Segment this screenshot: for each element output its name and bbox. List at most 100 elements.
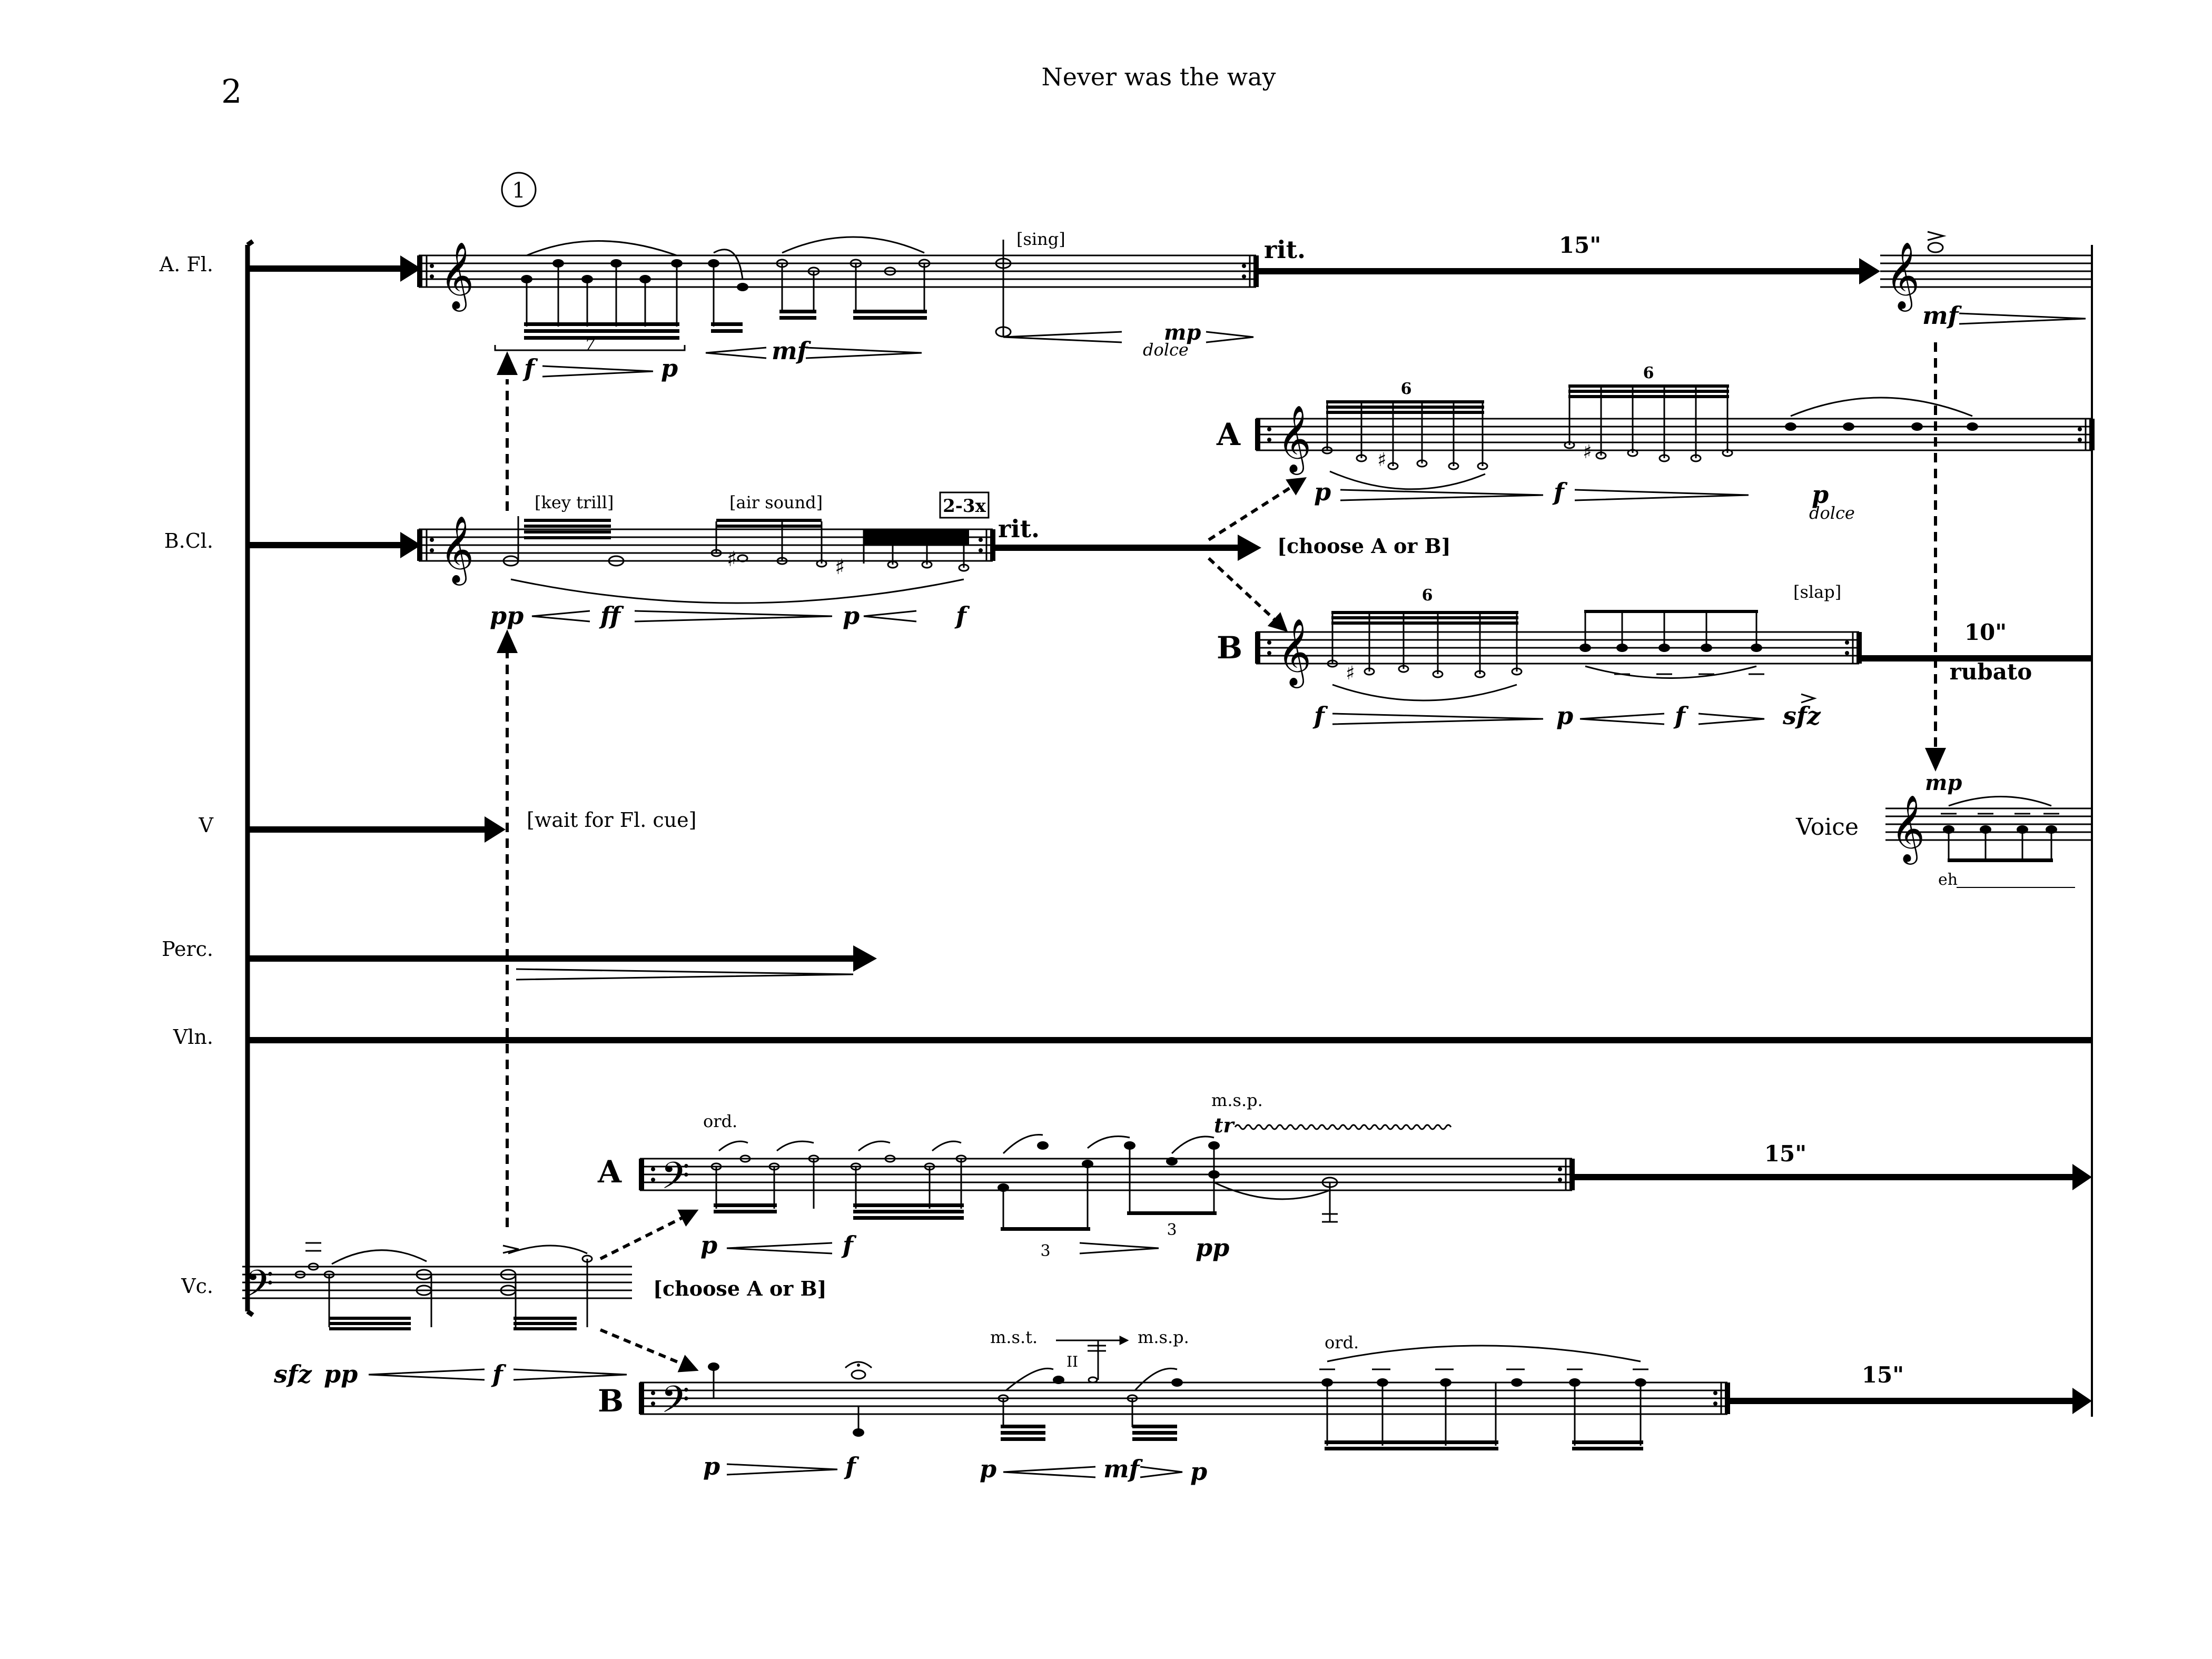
cue-arrow bbox=[599, 1209, 699, 1260]
bcl-b-time: 10" bbox=[1964, 619, 2007, 645]
bcl-b-dyn-f-2: f bbox=[1673, 702, 1689, 730]
bcl-a-dolce: dolce bbox=[1809, 503, 1855, 523]
key-trill-instruction: [key trill] bbox=[535, 492, 614, 512]
cello-b-time: 15" bbox=[1862, 1362, 1904, 1388]
bass-clarinet-part: 𝄞 ♯ ♯ [key bbox=[248, 477, 1451, 632]
cello-b-mst: m.s.t. bbox=[990, 1327, 1038, 1347]
bcl-b-tuplet: 6 bbox=[1422, 586, 1433, 605]
voice-dyn-mp: mp bbox=[1925, 771, 1962, 795]
cello-b-msp: m.s.p. bbox=[1138, 1327, 1189, 1347]
flute-rit: rit. bbox=[1264, 235, 1306, 264]
treble-clef-icon: 𝄞 bbox=[1885, 241, 1920, 312]
bcl-dyn-p: p bbox=[843, 601, 860, 630]
vc-dyn-sfz: sfz bbox=[273, 1360, 312, 1388]
cello-b-dyn-p: p bbox=[703, 1452, 720, 1480]
cello-option-b: B 𝄢 bbox=[598, 1327, 2092, 1486]
cello-a-tuplet-1: 3 bbox=[1040, 1242, 1050, 1260]
wait-instruction: [wait for Fl. cue] bbox=[527, 808, 696, 832]
sharp-icon: ♯ bbox=[1583, 441, 1592, 463]
cello-a-dyn-pp: pp bbox=[1196, 1233, 1229, 1262]
sharp-icon: ♯ bbox=[1377, 449, 1386, 471]
flute-dyn-f: f bbox=[522, 354, 538, 382]
bcl-a-tuplet-2: 6 bbox=[1643, 364, 1654, 382]
bcl-dyn-ff: ff bbox=[599, 601, 624, 630]
sharp-icon: ♯ bbox=[835, 555, 845, 579]
cello-b-dyn-p-3: p bbox=[1190, 1457, 1207, 1486]
sharp-icon: ♯ bbox=[727, 547, 737, 571]
bass-clef-icon: 𝄢 bbox=[661, 1154, 690, 1207]
percussion-part bbox=[248, 945, 877, 981]
cello-a-tuplet-2: 3 bbox=[1167, 1221, 1177, 1239]
cello-b-dyn-mf: mf bbox=[1103, 1455, 1143, 1483]
cello-b-ord: ord. bbox=[1325, 1332, 1359, 1352]
cue-arrow bbox=[599, 1328, 699, 1372]
cello-a-ord: ord. bbox=[703, 1111, 737, 1131]
treble-clef-icon: 𝄞 bbox=[440, 241, 474, 312]
cello-a-dyn-p: p bbox=[700, 1231, 717, 1259]
treble-clef-icon: 𝄞 bbox=[1277, 618, 1311, 688]
voice-syllable: eh bbox=[1938, 871, 1958, 889]
instrument-name-percussion: Perc. bbox=[162, 937, 213, 961]
slap-instruction: [slap] bbox=[1793, 582, 1841, 602]
tuplet-seven-label: 7 bbox=[585, 336, 595, 354]
sharp-icon: ♯ bbox=[1346, 663, 1355, 684]
bcl-dyn-pp: pp bbox=[490, 601, 524, 630]
instrument-name-voice: V bbox=[199, 814, 214, 837]
cello-b-string: II bbox=[1066, 1353, 1078, 1370]
vc-dyn-pp: pp bbox=[324, 1360, 358, 1388]
cello-option-b-label: B bbox=[598, 1383, 624, 1419]
repeat-box bbox=[939, 491, 990, 519]
page-number: 2 bbox=[221, 72, 242, 111]
voice-label: Voice bbox=[1795, 814, 1859, 841]
flute-dyn-mp: mp bbox=[1164, 320, 1201, 345]
instrument-name-alto-flute: A. Fl. bbox=[159, 253, 213, 276]
rehearsal-mark-number: 1 bbox=[512, 179, 525, 203]
bcl-option-b: B 𝄞 6 bbox=[1217, 582, 2092, 730]
bcl-b-dyn-f: f bbox=[1312, 702, 1328, 730]
sing-instruction: [sing] bbox=[1016, 229, 1065, 249]
treble-clef-icon: 𝄞 bbox=[440, 515, 474, 586]
bcl-b-dyn-p: p bbox=[1556, 702, 1573, 730]
cello-b-dyn-f: f bbox=[844, 1452, 860, 1480]
treble-clef-icon: 𝄞 bbox=[1891, 794, 1925, 865]
bcl-b-rubato: rubato bbox=[1950, 659, 2032, 685]
cello-a-msp: m.s.p. bbox=[1211, 1090, 1263, 1110]
alto-flute-part: 𝄞 bbox=[248, 229, 2092, 382]
flute-dolce: dolce bbox=[1143, 340, 1189, 360]
vc-dyn-f: f bbox=[491, 1360, 507, 1388]
cello-a-dyn-f: f bbox=[841, 1231, 857, 1259]
repeat-count: 2-3x bbox=[943, 496, 986, 517]
cello-b-dyn-p-2: p bbox=[980, 1455, 996, 1483]
bcl-option-a: A 𝄞 bbox=[1216, 364, 2095, 523]
bass-clef-icon: 𝄢 bbox=[661, 1378, 690, 1430]
page-title: Never was the way bbox=[1041, 63, 1276, 91]
bcl-b-dyn-sfz: sfz bbox=[1782, 702, 1821, 730]
flute-notes bbox=[521, 258, 1012, 338]
bcl-choose: [choose A or B] bbox=[1277, 534, 1451, 558]
bcl-a-dyn-f: f bbox=[1552, 478, 1568, 506]
instrument-name-bass-clarinet: B.Cl. bbox=[164, 529, 213, 552]
flute-time-15s: 15" bbox=[1559, 232, 1601, 258]
trill-icon: tr bbox=[1214, 1113, 1236, 1137]
bcl-rit: rit. bbox=[998, 515, 1040, 543]
bcl-a-dyn-p: p bbox=[1314, 478, 1331, 506]
instrument-name-cello: Vc. bbox=[181, 1275, 213, 1298]
cue-arrow bbox=[1207, 557, 1288, 632]
treble-clef-icon: 𝄞 bbox=[1277, 404, 1311, 475]
vc-choose: [choose A or B] bbox=[653, 1277, 827, 1300]
bass-clef-icon: 𝄢 bbox=[245, 1262, 274, 1315]
rehearsal-mark: 1 bbox=[501, 172, 537, 208]
cello-part: 𝄢 [choose A or B] sfz pp f bbox=[242, 1209, 827, 1388]
cue-arrow bbox=[1208, 477, 1307, 541]
bcl-a-tuplet-1: 6 bbox=[1401, 380, 1412, 398]
bcl-a-dyn-p-2: p bbox=[1812, 480, 1829, 509]
cello-a-time: 15" bbox=[1764, 1141, 1806, 1167]
voice-part: [wait for Fl. cue] Voice 𝄞 mp eh bbox=[248, 771, 2092, 889]
flute-dyn-mf: mf bbox=[772, 337, 812, 365]
air-sound-instruction: [air sound] bbox=[729, 492, 823, 512]
flute-dyn-mf-end: mf bbox=[1922, 301, 1962, 330]
cello-option-a-label: A bbox=[597, 1154, 622, 1190]
flute-staff bbox=[419, 254, 1256, 288]
flute-dyn-p: p bbox=[661, 354, 678, 382]
instrument-name-violin: Vln. bbox=[173, 1025, 213, 1049]
